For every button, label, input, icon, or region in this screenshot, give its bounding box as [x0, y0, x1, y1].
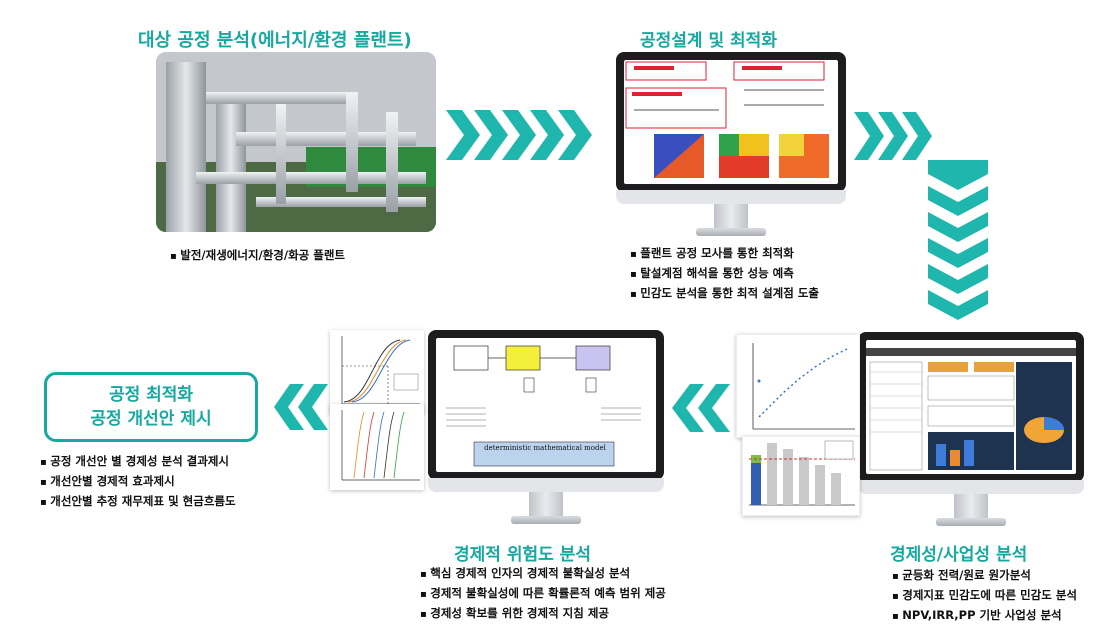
economic-spreadsheet [866, 348, 1076, 471]
step3-monitor [858, 332, 1084, 532]
risk-analysis-screen: deterministic mathematical model [436, 338, 656, 472]
economic-analysis-screen [866, 340, 1076, 474]
model-label: deterministic mathematical model [484, 444, 606, 452]
step5-bullets: 공정 개선안 별 경제성 분석 결과제시 개선안별 경제적 효과제시 개선안별 … [40, 452, 236, 512]
risk-model-diagram [446, 345, 641, 467]
arrow-down-icon [928, 160, 988, 320]
step4-bullets: 핵심 경제적 인자의 경제적 불확실성 분석 경제적 불확실성에 따른 확률론적… [420, 564, 666, 624]
step4-bullet: 경제적 불확실성에 따른 확률론적 예측 범위 제공 [420, 584, 666, 604]
step2-bullet: 민감도 분석을 통한 최적 설계점 도출 [630, 284, 819, 304]
step2-monitor [616, 52, 846, 242]
step5-bullet: 개선안별 경제적 효과제시 [40, 472, 236, 492]
step3-bullet: 균등화 전력/원료 원가분석 [892, 566, 1077, 586]
step5-callout: 공정 최적화 공정 개선안 제시 [44, 372, 258, 442]
plant-photo [156, 52, 436, 232]
step5-title-line2: 공정 개선안 제시 [90, 409, 212, 429]
line-chart-paper [736, 334, 860, 438]
step4-bullet: 핵심 경제적 인자의 경제적 불확실성 분석 [420, 564, 666, 584]
process-simulation-screen [624, 60, 838, 184]
step3-bullets: 균등화 전력/원료 원가분석 경제지표 민감도에 따른 민감도 분석 NPV,I… [892, 566, 1077, 624]
plant-illustration [156, 52, 436, 232]
step5-bullet: 공정 개선안 별 경제성 분석 결과제시 [40, 452, 236, 472]
arrow-left-icon [672, 384, 730, 432]
step2-bullets: 플랜트 공정 모사를 통한 최적화 탈설계점 해석을 통한 성능 예측 민감도 … [630, 244, 819, 304]
step1-bullets: 발전/재생에너지/환경/화공 플랜트 [170, 246, 345, 266]
step3-title: 경제성/사업성 분석 [890, 545, 1028, 565]
step2-bullet: 플랜트 공정 모사를 통한 최적화 [630, 244, 819, 264]
step3-bullet: NPV,IRR,PP 기반 사업성 분석 [892, 606, 1077, 624]
step4-monitor: deterministic mathematical model [428, 330, 664, 530]
bar-chart-paper [742, 436, 860, 516]
process-diagram [625, 61, 829, 178]
step1-bullet: 발전/재생에너지/환경/화공 플랜트 [170, 246, 345, 266]
arrow-right-icon [446, 110, 592, 160]
arrow-right-icon [854, 112, 932, 160]
step5-title-line1: 공정 최적화 [108, 385, 194, 405]
step4-bullet: 경제성 확보를 위한 경제적 지침 제공 [420, 604, 666, 624]
step4-title: 경제적 위험도 분석 [454, 545, 591, 565]
step3-bullet: 경제지표 민감도에 따른 민감도 분석 [892, 586, 1077, 606]
distribution-chart-paper [330, 404, 424, 490]
cdf-chart-paper [330, 330, 424, 414]
step2-title: 공정설계 및 최적화 [640, 31, 777, 51]
step1-title: 대상 공정 분석(에너지/환경 플랜트) [138, 30, 412, 51]
arrow-left-icon [274, 384, 328, 430]
step5-bullet: 개선안별 추정 재무제표 및 현금흐름도 [40, 492, 235, 512]
step2-bullet: 탈설계점 해석을 통한 성능 예측 [630, 264, 819, 284]
